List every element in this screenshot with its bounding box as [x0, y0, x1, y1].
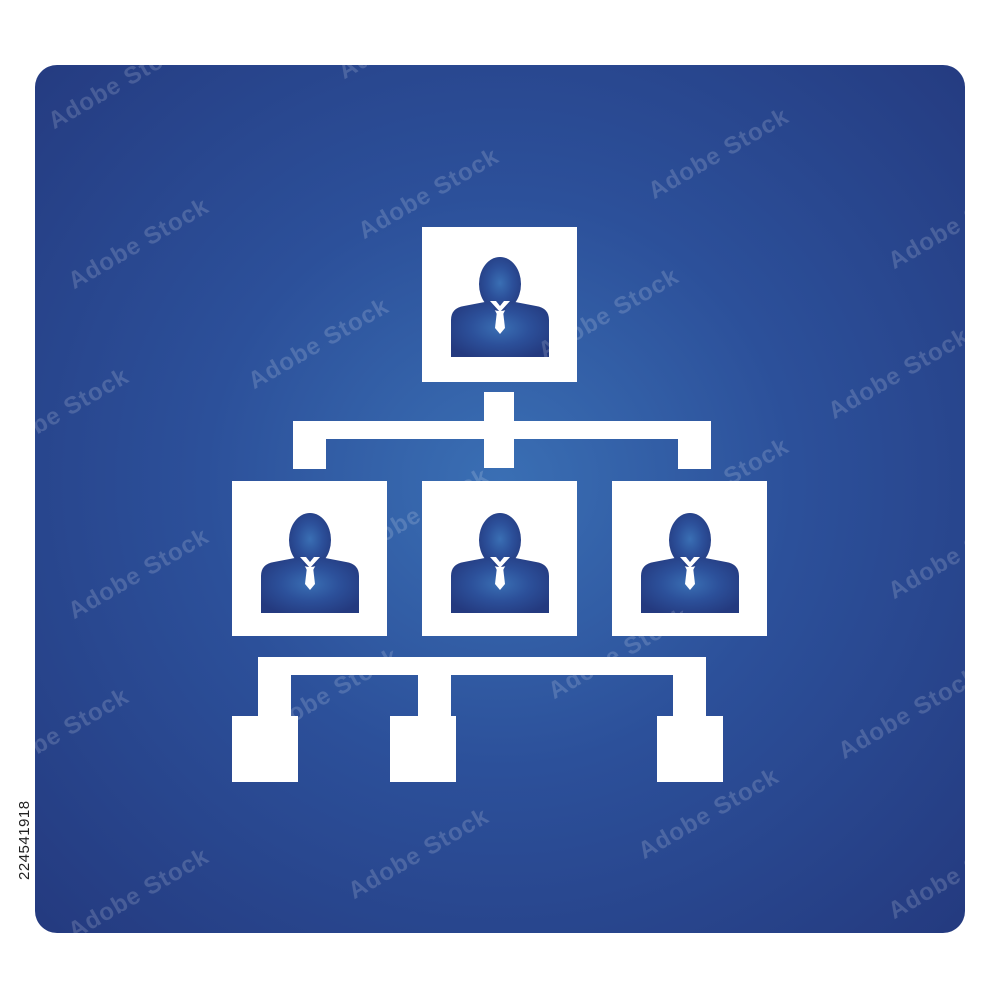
leaf-box-center	[390, 716, 456, 782]
leaf-box-right	[657, 716, 723, 782]
left-person-card	[232, 481, 387, 636]
leaf-box-left	[232, 716, 298, 782]
center-person-card	[422, 481, 577, 636]
right-person-card	[612, 481, 767, 636]
top-person-card	[422, 227, 577, 382]
stock-id-label: 224541918	[16, 800, 33, 880]
connector-lines	[258, 392, 711, 719]
